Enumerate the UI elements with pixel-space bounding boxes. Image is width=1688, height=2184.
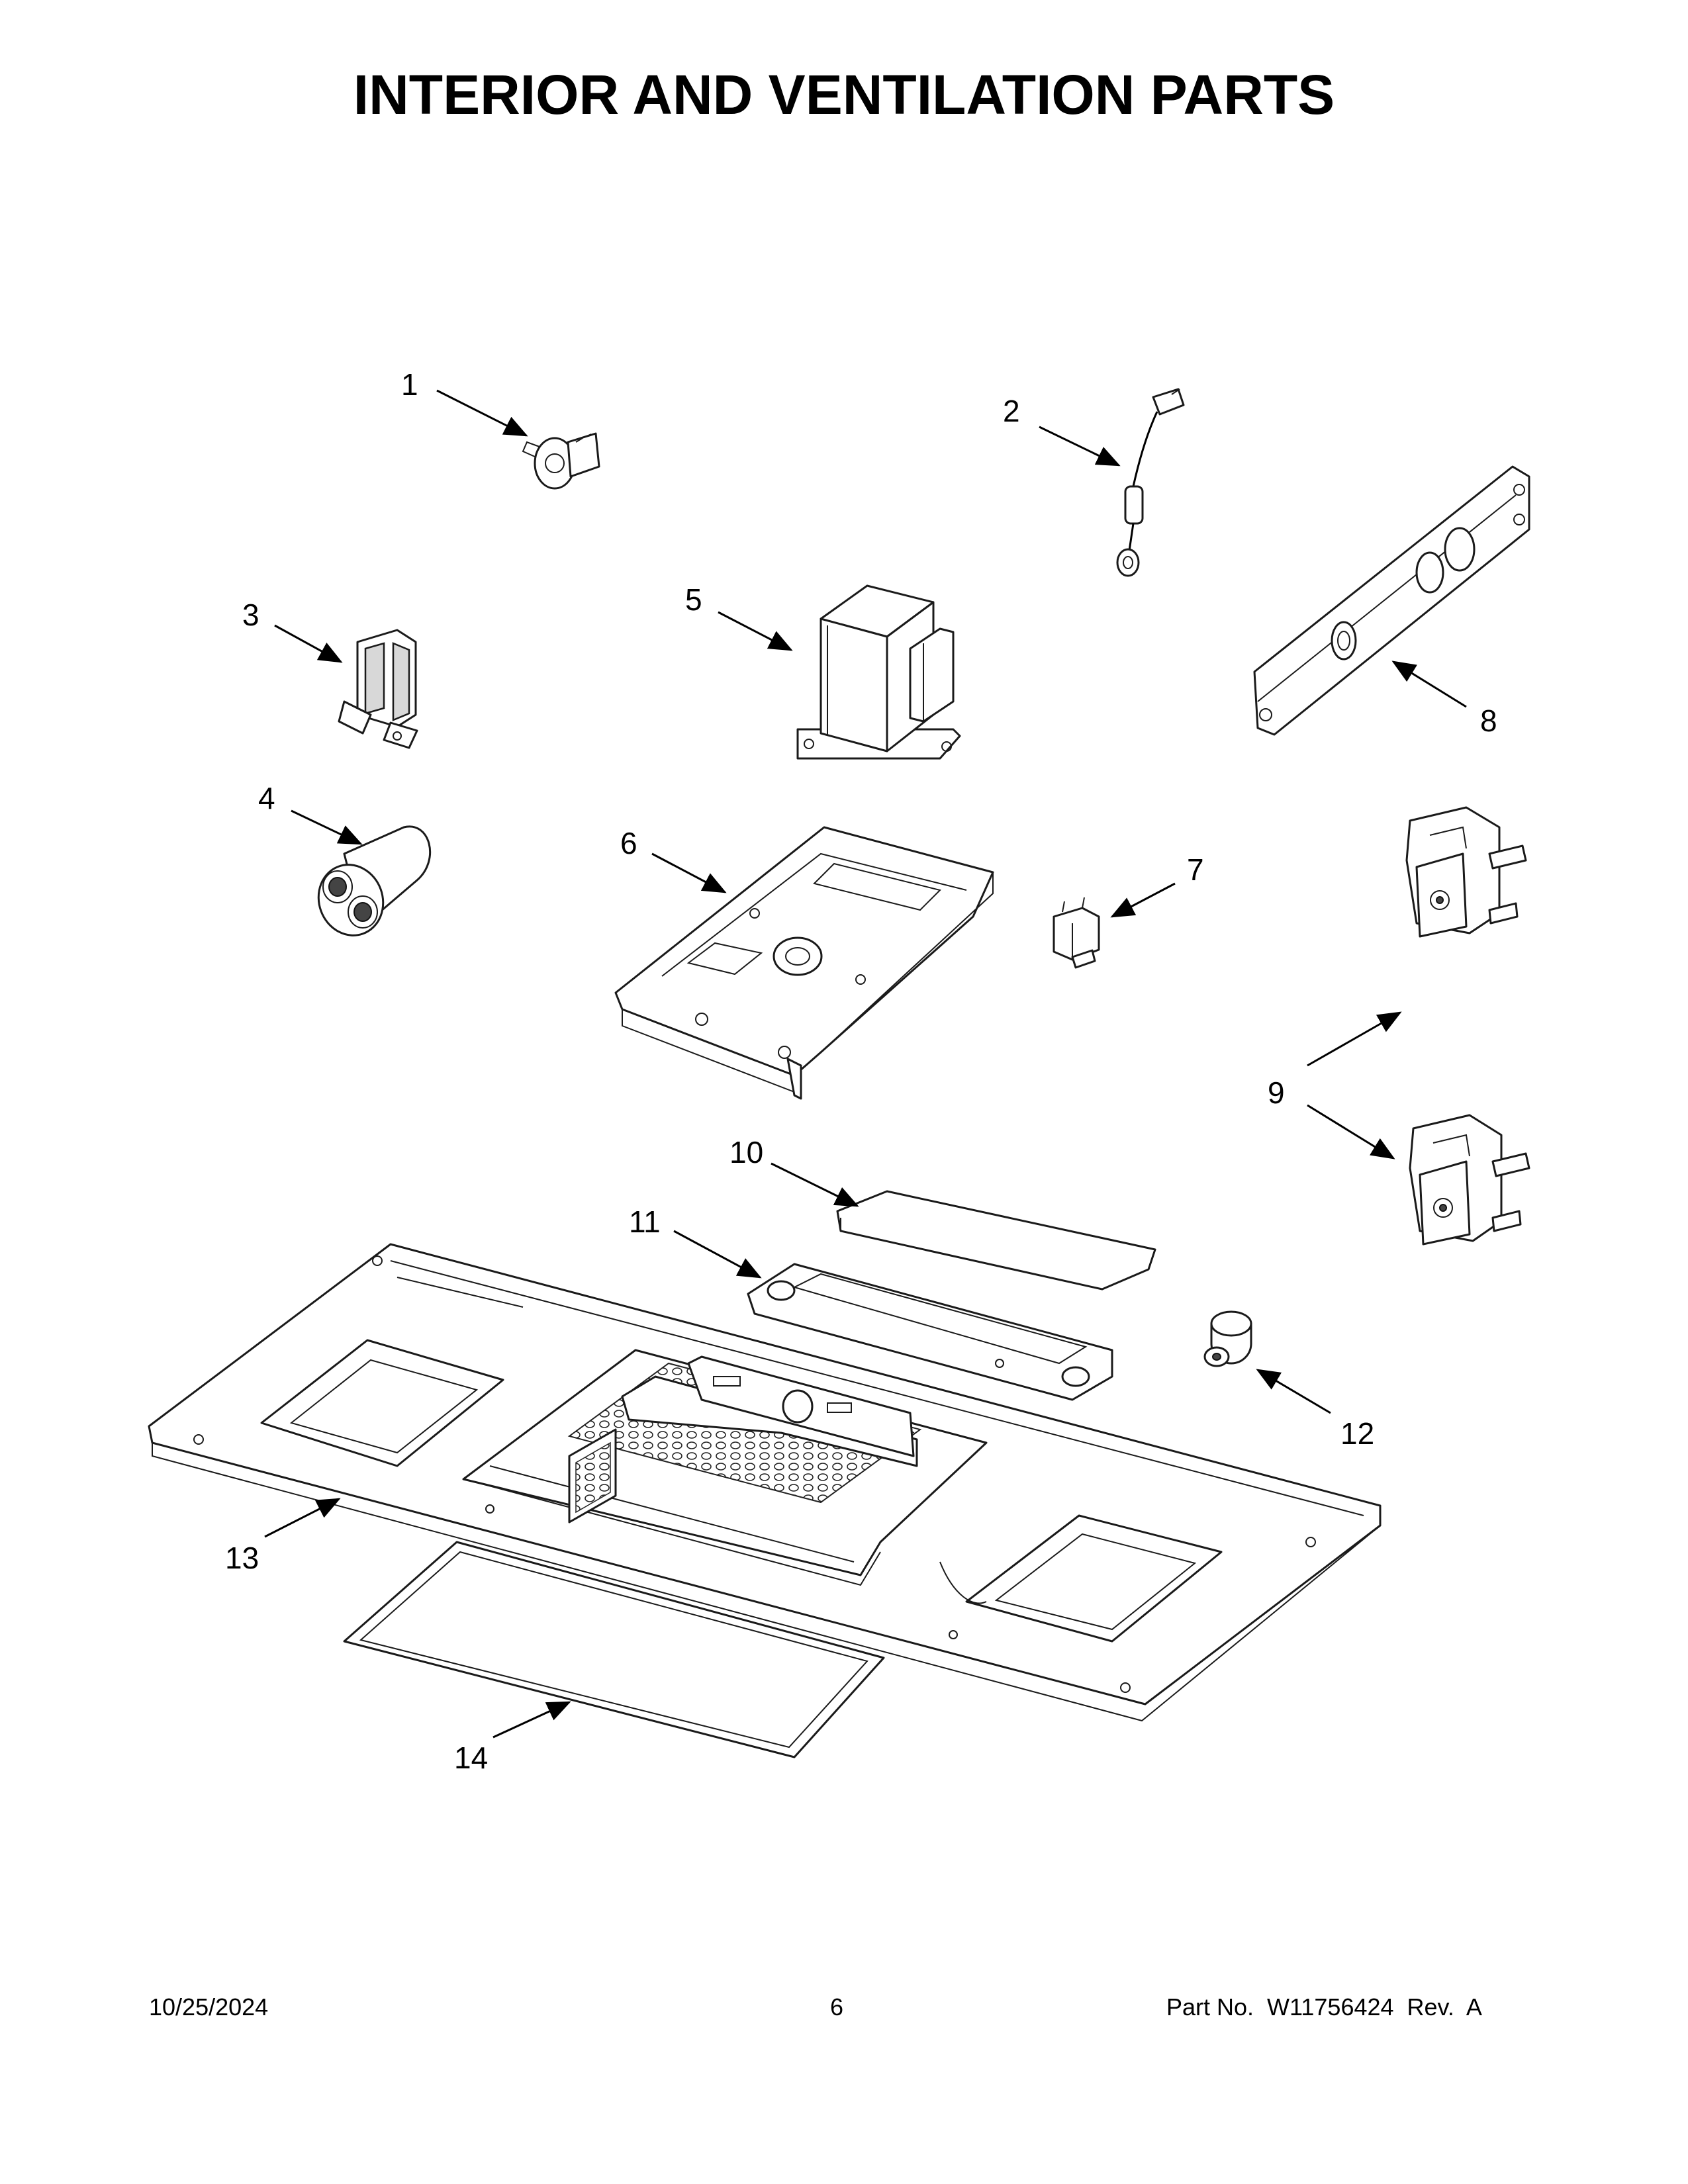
callout-3: 3 [242,598,259,632]
callout-9: 9 [1268,1075,1285,1110]
callout-4: 4 [258,781,275,815]
part-9-interlock-switch-upper [1405,806,1527,938]
callout-12: 12 [1340,1416,1374,1451]
callout-10: 10 [729,1135,763,1169]
part-8-door-bracket [1253,465,1530,736]
leader-12 [1256,1369,1331,1414]
part-5-transformer [796,584,961,760]
leader-9-upper [1307,1011,1402,1067]
leader-14 [492,1701,571,1739]
page-title: INTERIOR AND VENTILATION PARTS [353,64,1335,126]
callout-1: 1 [401,367,418,402]
part-13-ventilation-panel [148,1243,1382,1722]
leader-1 [436,389,528,437]
callout-2: 2 [1003,394,1020,428]
leader-5 [718,611,793,651]
part-10-cover [836,1190,1156,1291]
callout-7: 7 [1187,852,1204,887]
part-1-thermal-cutout [522,432,600,490]
callout-14: 14 [454,1741,488,1775]
part-7-switch [1053,897,1100,969]
callout-6: 6 [620,826,637,860]
leader-8 [1391,660,1467,708]
part-4-capacitor [317,825,432,936]
callout-5: 5 [685,582,702,617]
part-2-diode-wire [1116,388,1185,577]
part-6-mounting-plate [614,826,994,1100]
leader-6 [651,852,727,893]
callout-8: 8 [1480,704,1497,738]
leader-2 [1039,426,1121,467]
part-11-vent-frame [747,1263,1113,1401]
callout-13: 13 [225,1541,259,1575]
part-12-grommet [1203,1310,1252,1367]
leader-7 [1110,882,1176,918]
leader-10 [771,1162,859,1207]
callout-11: 11 [629,1205,661,1239]
leader-9-lower [1307,1104,1395,1160]
leader-3 [274,624,343,663]
footer-date: 10/25/2024 [149,1993,269,2021]
footer-page-number: 6 [830,1993,844,2021]
leader-13 [264,1498,341,1538]
footer-part-number: Part No. W11756424 Rev. A [1166,1993,1482,2021]
leader-4 [291,809,363,845]
leader-11 [673,1230,762,1279]
part-9-interlock-switch-lower [1409,1114,1530,1246]
part-3-fuse-holder [338,629,418,749]
part-14-filter-frame [343,1541,885,1758]
